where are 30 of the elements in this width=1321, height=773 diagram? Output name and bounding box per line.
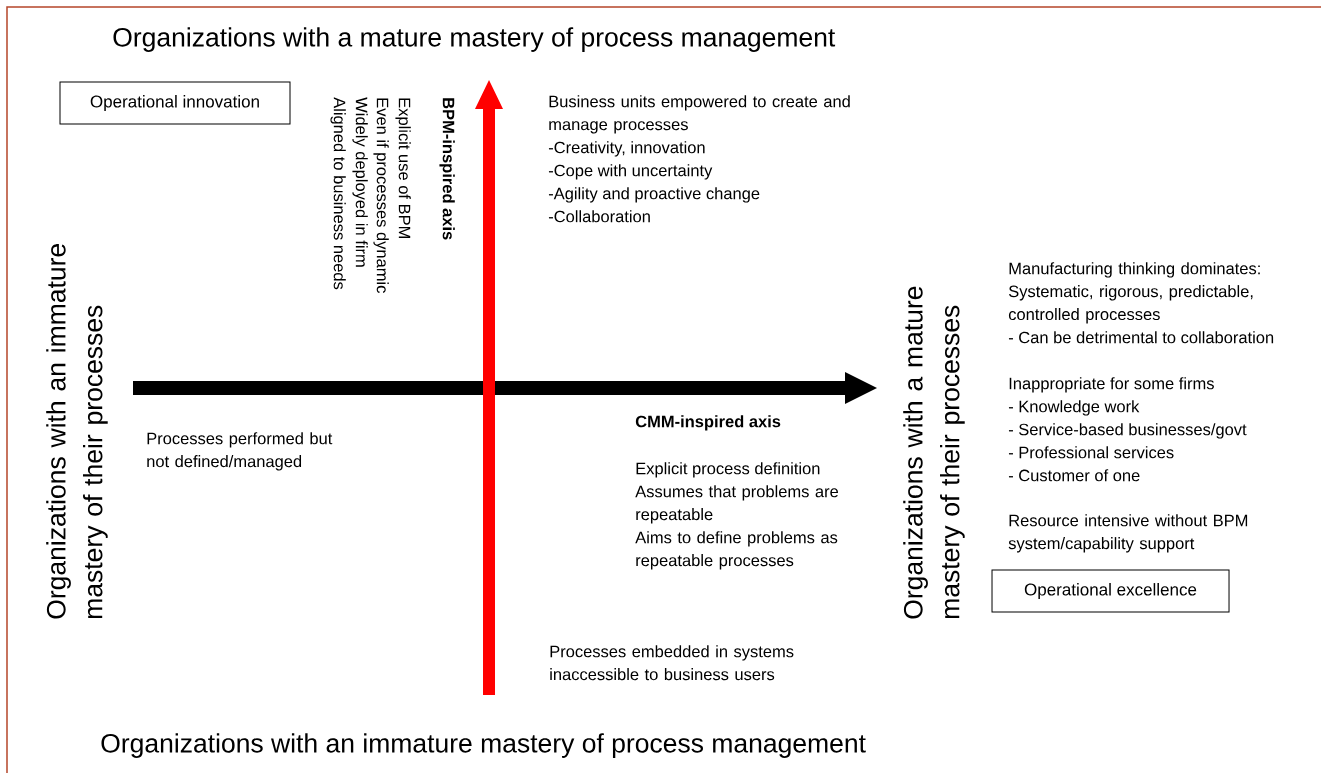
quadrant-note: Manufacturing thinking dominates: Systematic, rigorous, predictable, controlled processes [1008,262,1260,324]
bullet-item: - Service-based businesses/govt [1008,423,1247,439]
axis-note: Assumes that problems are repeatable [635,485,838,524]
axis-end-label: Organizations with a mature mastery of their processes [903,286,965,619]
quadrant-note: Processes performed but not defined/managed [147,432,333,471]
axis-note: Even if processes dynamic [373,98,389,293]
axis-note: Aims to define problems as repeatable processes [635,531,838,570]
bullet-item: -Cope with uncertainty [548,164,713,180]
axis-end-label: Organizations with an immature mastery of process management [101,733,866,758]
axis-title: BPM-inspired axis [439,98,455,240]
bullet-item: -Agility and proactive change [548,187,760,203]
bullet-item: -Collaboration [548,210,650,223]
quadrant-note: Resource intensive without BPM system/capability support [1008,514,1248,553]
axis-note: Explicit process definition [636,462,820,478]
quadrant-note: Business units empowered to create and manage processes [549,95,850,134]
quadrant-box: Operational excellence [991,569,1230,613]
bullet-item: - Knowledge work [1008,400,1140,416]
axis-title: CMM-inspired axis [635,415,781,431]
bullet-item: - Can be detrimental to collaboration [1008,331,1274,344]
axis-end-label: Organizations with a mature mastery of process management [113,27,836,52]
bullet-item: - Professional services [1008,446,1174,459]
quadrant-note: Processes embedded in systems inaccessible to business users [550,645,794,681]
bullet-item: -Creativity, innovation [548,141,705,157]
quadrant-note: Inappropriate for some firms [1009,377,1214,393]
axis-note: Widely deployed in firm [352,97,368,267]
axis-end-label: Organizations with an immature mastery of their processes [46,244,108,619]
axis-note: Aligned to business needs [330,97,346,290]
axis-note: Explicit use of BPM [395,98,411,238]
quadrant-box: Operational innovation [59,81,291,125]
bullet-item: - Customer of one [1008,469,1140,482]
